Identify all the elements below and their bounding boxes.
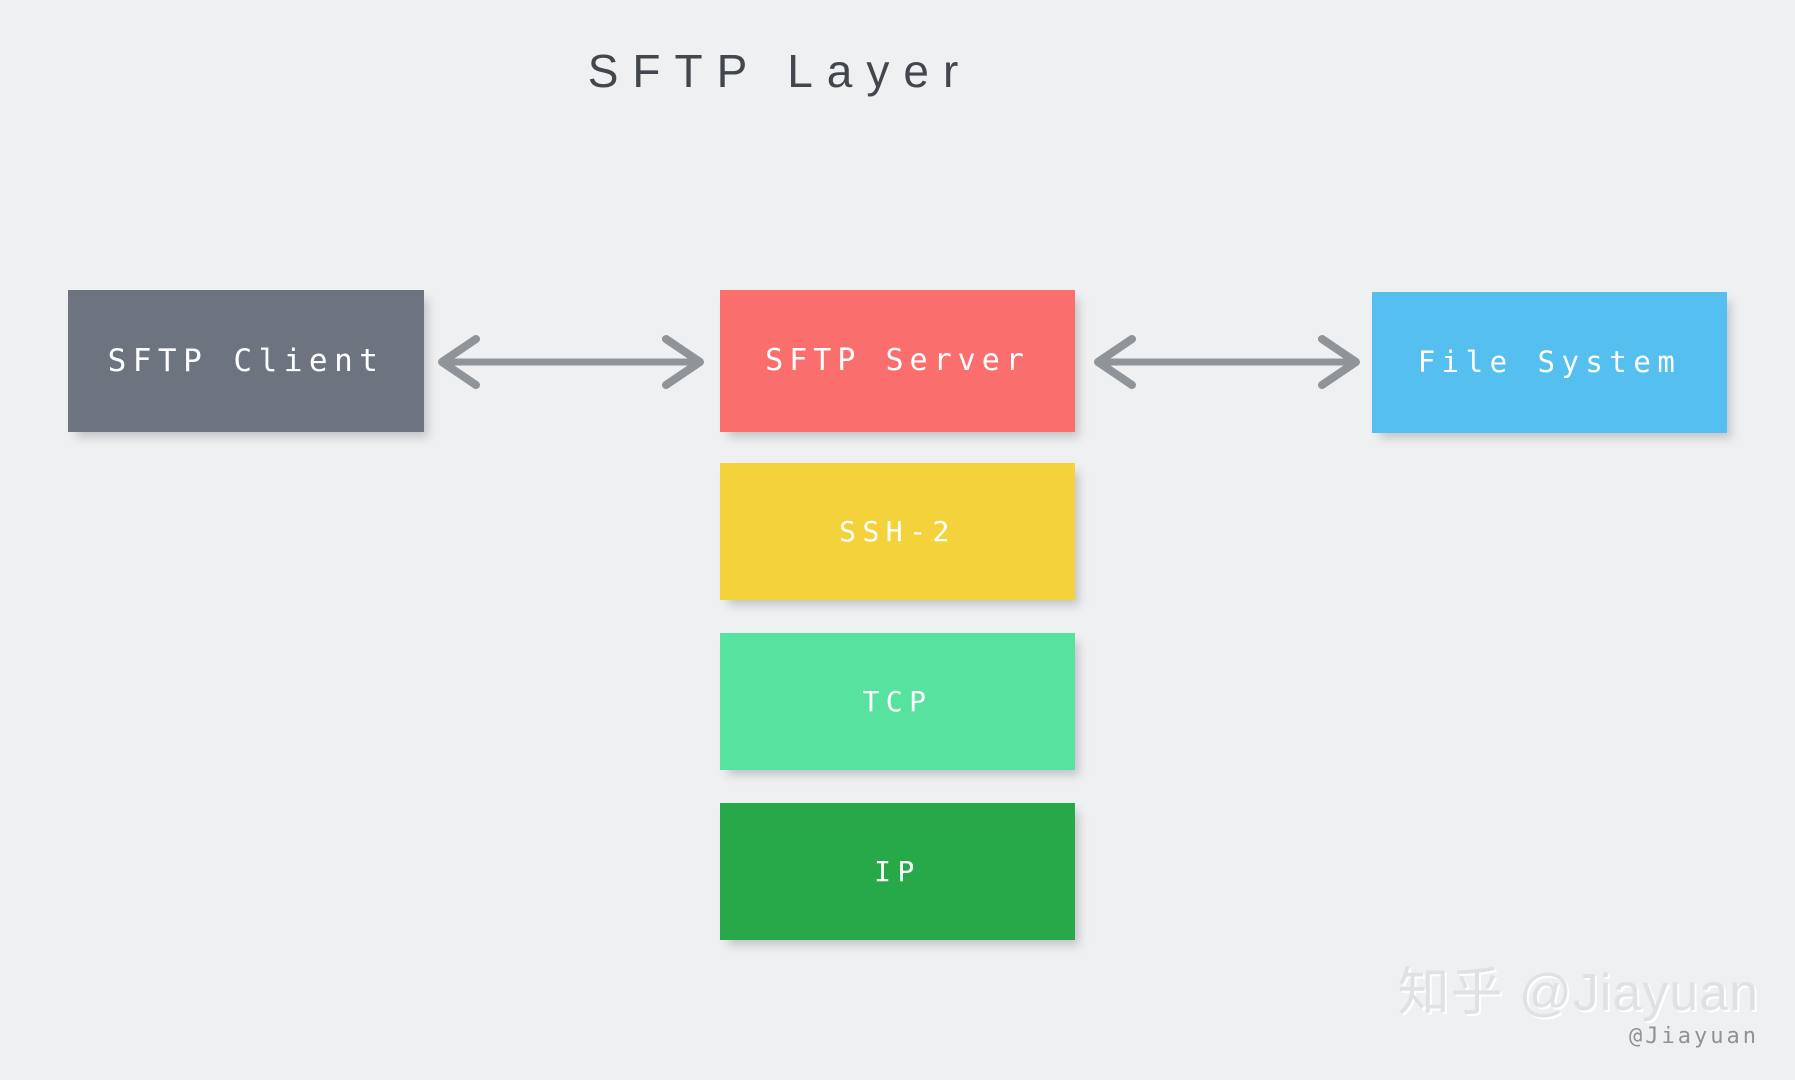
node-sftp-client: SFTP Client bbox=[68, 290, 424, 432]
node-file-system-label: File System bbox=[1417, 345, 1682, 379]
page-title: SFTP Layer bbox=[587, 45, 973, 97]
node-tcp: TCP bbox=[720, 633, 1075, 770]
double-headed-arrow-icon bbox=[438, 335, 704, 389]
connector-server-filesystem bbox=[1086, 330, 1368, 394]
watermark-main-text: 知乎 @Jiayuan bbox=[1397, 964, 1759, 1022]
node-ssh-2-label: SSH-2 bbox=[839, 514, 956, 548]
node-ip-label: IP bbox=[874, 854, 921, 888]
double-headed-arrow-icon bbox=[1094, 335, 1360, 389]
watermark: 知乎 @Jiayuan @Jiayuan bbox=[1398, 966, 1759, 1049]
node-ssh-2: SSH-2 bbox=[720, 463, 1075, 600]
node-sftp-server: SFTP Server bbox=[720, 290, 1075, 432]
node-sftp-server-label: SFTP Server bbox=[765, 343, 1030, 378]
connector-client-server bbox=[430, 330, 712, 394]
node-tcp-label: TCP bbox=[862, 684, 933, 718]
node-ip: IP bbox=[720, 803, 1075, 940]
node-sftp-client-label: SFTP Client bbox=[107, 342, 385, 379]
node-file-system: File System bbox=[1372, 292, 1727, 433]
watermark-sub-text: @Jiayuan bbox=[1629, 1023, 1759, 1049]
